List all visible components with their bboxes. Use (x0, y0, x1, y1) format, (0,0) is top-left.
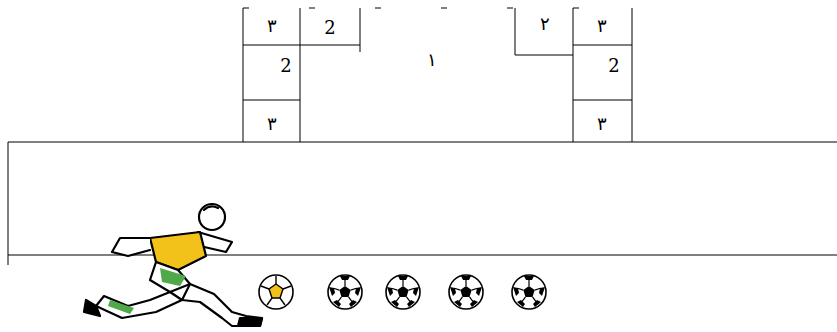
zone-number: ٣ (267, 115, 277, 133)
goal-grid (243, 8, 632, 142)
zone-number: ٣ (267, 17, 277, 35)
pitch-lines (8, 142, 837, 265)
zone-number: ٣ (597, 17, 607, 35)
zone-number: ٣ (597, 115, 607, 133)
zone-number: 2 (324, 19, 335, 37)
zone-number: ٢ (540, 15, 550, 33)
zone-number: ١ (427, 51, 437, 69)
player-figure (84, 204, 262, 326)
zone-number: 2 (280, 57, 291, 75)
ball-row (259, 275, 546, 309)
zone-number: 2 (608, 57, 619, 75)
